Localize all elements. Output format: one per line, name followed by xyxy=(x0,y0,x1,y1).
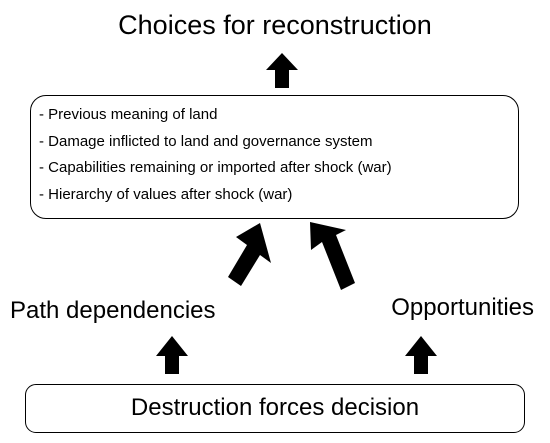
opportunities-label: Opportunities xyxy=(391,294,534,321)
factor-item-damage: - Damage inflicted to land and governanc… xyxy=(39,132,373,150)
diagonal-arrow-right-icon xyxy=(310,222,355,290)
diagonal-arrow-left-icon xyxy=(228,223,271,286)
factor-item-hierarchy: - Hierarchy of values after shock (war) xyxy=(39,185,293,203)
diagram-title: Choices for reconstruction xyxy=(118,10,432,40)
factors-box: - Previous meaning of land - Damage infl… xyxy=(30,95,519,219)
up-arrow-bottom-right-icon xyxy=(405,336,437,374)
factor-list: - Previous meaning of land - Damage infl… xyxy=(39,102,518,208)
path-dependencies-label: Path dependencies xyxy=(10,297,216,324)
destruction-box: Destruction forces decision xyxy=(25,384,525,433)
factor-item-capabilities: - Capabilities remaining or imported aft… xyxy=(39,159,392,176)
up-arrow-top-icon xyxy=(266,53,298,88)
factor-item-previous-meaning: - Previous meaning of land xyxy=(39,106,218,123)
up-arrow-bottom-left-icon xyxy=(156,336,188,374)
